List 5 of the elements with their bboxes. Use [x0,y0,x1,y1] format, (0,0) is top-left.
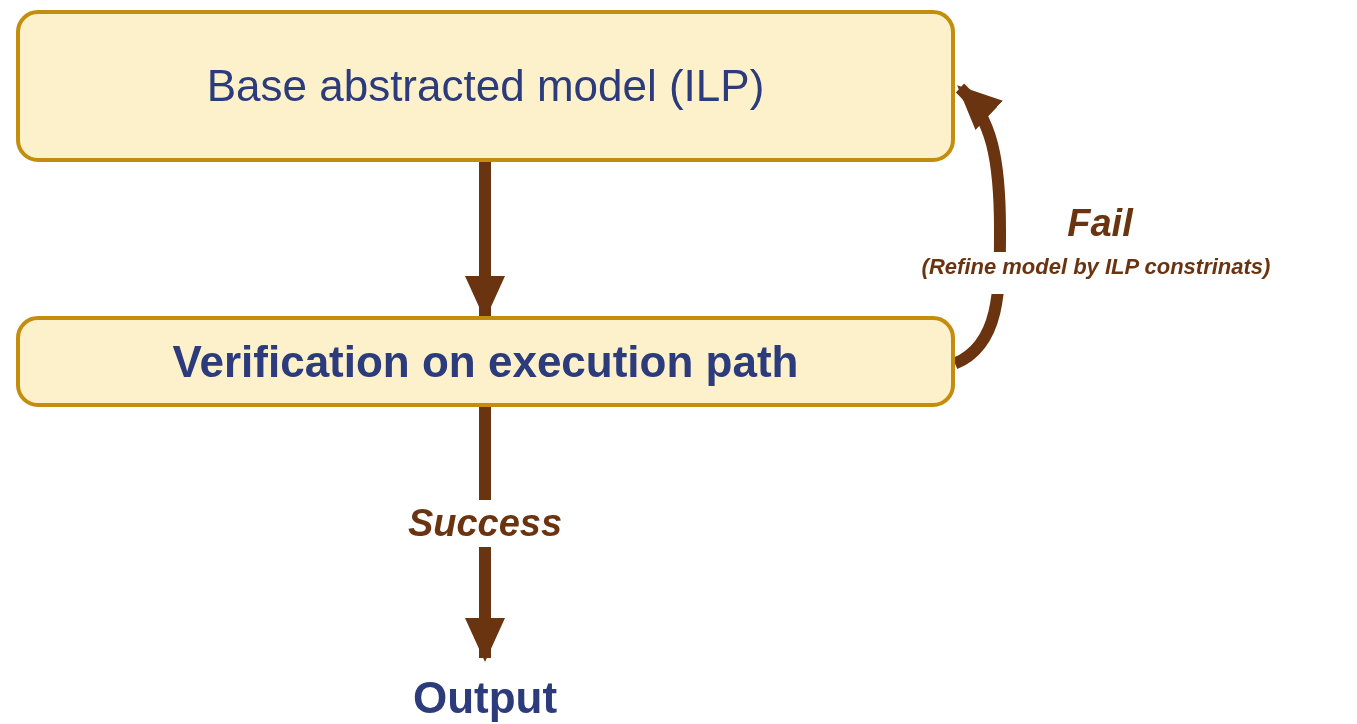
process-box [16,316,955,407]
process-box [16,10,955,162]
box-label: Base abstracted model (ILP) [206,61,765,111]
box-label: Verification on execution path [172,336,799,387]
output-label: Output [412,673,558,723]
